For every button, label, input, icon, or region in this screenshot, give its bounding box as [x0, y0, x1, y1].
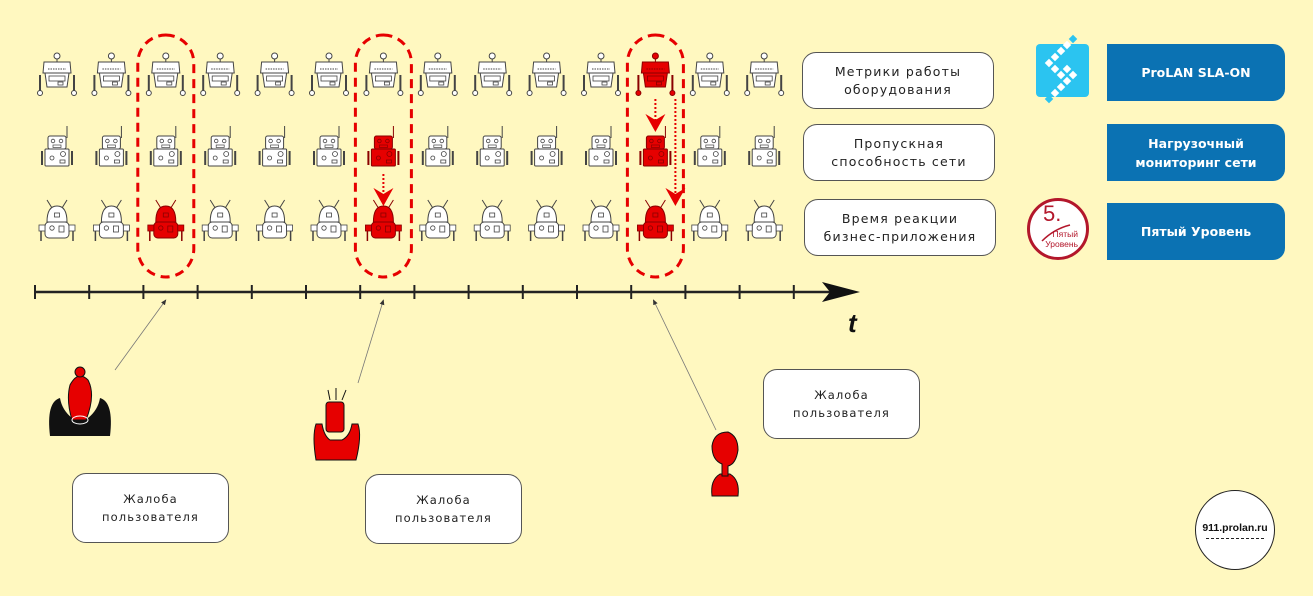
- incident-groups: [136, 33, 686, 279]
- row-label-application: Время реакции бизнес-приложения: [804, 199, 996, 256]
- time-axis: [34, 282, 860, 302]
- twin-antenna-robot: [93, 199, 130, 241]
- lightbulb-robot: [689, 52, 730, 96]
- site-underline: [1206, 537, 1264, 539]
- complaining-users: [49, 366, 739, 497]
- antenna-robot: [693, 126, 726, 167]
- lightbulb-robot: [145, 52, 186, 96]
- complaint-box-1: Жалоба пользователя: [72, 473, 229, 543]
- complaint-box-3: Жалоба пользователя: [763, 369, 920, 439]
- incident-group-2: [353, 33, 413, 279]
- antenna-robot: [149, 126, 182, 167]
- twin-antenna-robot: [310, 199, 348, 241]
- time-axis-arrowhead: [822, 282, 860, 302]
- woman-bun-user: [49, 366, 111, 436]
- lightbulb-robot: [200, 52, 241, 96]
- twin-antenna-robot-failed: [147, 199, 185, 241]
- twin-antenna-robot: [582, 199, 620, 241]
- prolan-logo-glyph: [1044, 34, 1078, 104]
- antenna-robot: [41, 126, 73, 167]
- twin-antenna-robot: [201, 199, 239, 241]
- antenna-robot: [258, 126, 291, 167]
- twin-antenna-robot: [419, 199, 457, 241]
- antenna-robot: [530, 126, 563, 167]
- twin-antenna-robot: [473, 199, 511, 241]
- woman-bob-user: [711, 431, 739, 497]
- lightbulb-robot: [744, 52, 785, 96]
- product-fifth-level[interactable]: Пятый Уровень: [1107, 203, 1285, 260]
- lightbulb-robot: [417, 52, 458, 96]
- complaint-pointer-3: [653, 299, 717, 431]
- swoosh-icon: [1041, 224, 1071, 242]
- lightbulb-robot: [581, 52, 621, 96]
- man-tie-user: [313, 388, 361, 461]
- lightbulb-robot: [526, 52, 567, 96]
- lightbulb-robot: [37, 52, 77, 96]
- antenna-robot: [585, 126, 617, 167]
- incident-group-1: [136, 33, 196, 279]
- lightbulb-robot: [91, 52, 132, 96]
- antenna-robot: [95, 126, 128, 167]
- lightbulb-robot: [472, 52, 513, 96]
- complaint-pointer-1: [114, 299, 167, 371]
- lightbulb-robot-failed: [635, 52, 676, 96]
- lightbulb-robot: [363, 52, 404, 96]
- product-network-load-monitoring[interactable]: Нагрузочный мониторинг сети: [1107, 124, 1285, 181]
- time-axis-label: t: [848, 308, 857, 338]
- fifth-level-number: 5.: [1043, 201, 1062, 226]
- twin-antenna-robot: [528, 199, 565, 241]
- lightbulb-robot: [254, 52, 295, 96]
- row-label-network: Пропускная способность сети: [803, 124, 995, 181]
- complaint-pointers: [114, 299, 717, 431]
- prolan-sla-on-logo: [1036, 34, 1089, 104]
- row-label-hardware: Метрики работы оборудования: [802, 52, 994, 109]
- antenna-robot: [476, 126, 509, 167]
- antenna-robot: [313, 126, 345, 167]
- fifth-level-logo: 5. Пятый Уровень: [1027, 198, 1089, 260]
- lightbulb-robot: [309, 52, 349, 96]
- twin-antenna-robot: [256, 199, 294, 241]
- twin-antenna-robot-failed: [364, 199, 402, 241]
- antenna-robot: [421, 126, 454, 167]
- site-url[interactable]: 911.prolan.ru: [1202, 521, 1268, 534]
- antenna-robot: [748, 126, 781, 167]
- twin-antenna-robot: [745, 199, 783, 241]
- twin-antenna-robot: [691, 199, 729, 241]
- fifth-level-text: Пятый Уровень: [1045, 229, 1078, 249]
- antenna-robot: [204, 126, 237, 167]
- antenna-robot-failed: [639, 126, 672, 167]
- site-badge[interactable]: 911.prolan.ru: [1195, 490, 1275, 570]
- twin-antenna-robot: [38, 199, 76, 241]
- product-prolan-sla-on[interactable]: ProLAN SLA-ON: [1107, 44, 1285, 101]
- incident-group-3: [625, 33, 685, 279]
- robot-grid: [37, 52, 785, 241]
- twin-antenna-robot-failed: [637, 199, 674, 241]
- complaint-box-2: Жалоба пользователя: [365, 474, 522, 544]
- complaint-pointer-2: [357, 299, 385, 384]
- antenna-robot-failed: [367, 126, 400, 167]
